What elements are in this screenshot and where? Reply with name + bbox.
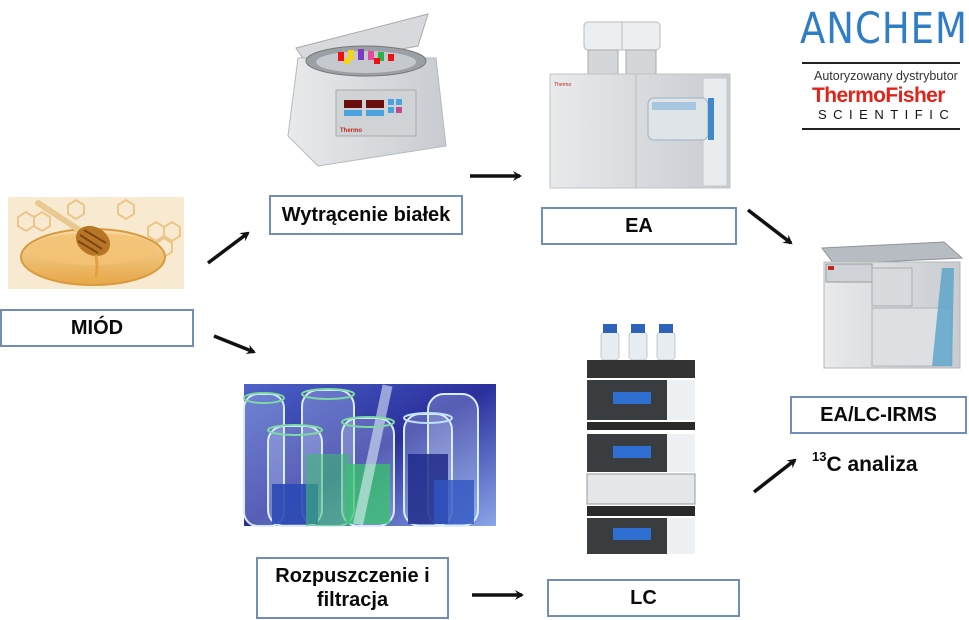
node-lc-label: LC bbox=[630, 587, 657, 609]
logo-divider bbox=[802, 62, 960, 64]
logo-divider-bottom bbox=[802, 128, 960, 130]
arrow-honey-to-dissolution bbox=[213, 334, 256, 355]
node-honey: MIÓD bbox=[0, 309, 194, 347]
elemental-analyzer-image: Thermo bbox=[549, 21, 731, 189]
logo-partner-name: ThermoFisher bbox=[812, 84, 945, 107]
logo-brand: ANCHEM bbox=[800, 4, 968, 54]
node-dissolution-label-line2: filtracja bbox=[316, 589, 389, 611]
anchem-logo: ANCHEM Autoryzowany dystrybutor ThermoFi… bbox=[798, 4, 967, 130]
analysis-caption: 13C analiza bbox=[812, 449, 918, 477]
honey-image bbox=[8, 197, 184, 289]
test-tubes-image bbox=[243, 384, 496, 527]
irms-image bbox=[821, 241, 964, 369]
node-ea: EA bbox=[541, 207, 737, 245]
arrow-lc-to-irms bbox=[752, 458, 797, 494]
logo-partner-subtitle: SCIENTIFIC bbox=[818, 107, 956, 122]
node-dissolution: Rozpuszczenie i filtracja bbox=[256, 557, 449, 619]
node-honey-label: MIÓD bbox=[70, 317, 124, 339]
node-irms-label: EA/LC-IRMS bbox=[820, 404, 937, 426]
node-dissolution-label-line1: Rozpuszczenie i bbox=[275, 565, 430, 587]
analysis-isotope-superscript: 13 bbox=[812, 449, 827, 464]
centrifuge-image: Thermo bbox=[287, 13, 447, 167]
svg-text:Thermo: Thermo bbox=[340, 128, 362, 134]
node-irms: EA/LC-IRMS bbox=[790, 396, 967, 434]
arrow-honey-to-precipitation bbox=[206, 231, 250, 265]
svg-text:Thermo: Thermo bbox=[554, 82, 571, 88]
lc-image bbox=[586, 324, 696, 554]
logo-subtitle: Autoryzowany dystrybutor bbox=[814, 69, 958, 83]
node-precipitation-label: Wytrącenie białek bbox=[281, 204, 451, 226]
node-precipitation: Wytrącenie białek bbox=[269, 195, 463, 235]
node-ea-label: EA bbox=[625, 215, 653, 237]
arrow-ea-to-irms bbox=[746, 208, 793, 245]
node-lc: LC bbox=[547, 579, 740, 617]
analysis-text: C analiza bbox=[826, 453, 918, 476]
